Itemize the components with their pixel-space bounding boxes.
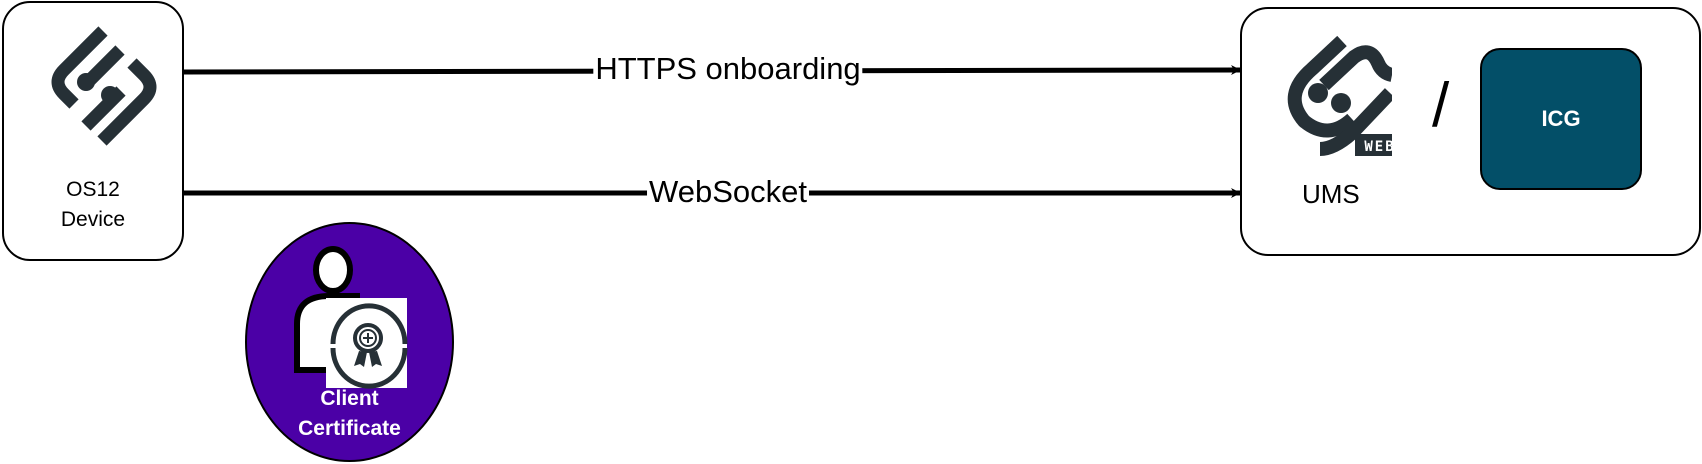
os12-device-node[interactable]: OS12 Device — [2, 1, 184, 261]
certificate-label-line2: Certificate — [298, 417, 401, 440]
os12-logo-icon — [51, 26, 157, 146]
client-certificate-node[interactable]: Client Certificate — [245, 222, 454, 462]
user-certificate-icon — [294, 246, 408, 389]
device-label-line1: OS12 — [66, 178, 120, 201]
ums-label: UMS — [1302, 179, 1360, 209]
icg-node[interactable]: ICG — [1480, 48, 1642, 190]
edge-label-websocket: WebSocket — [647, 174, 809, 210]
ums-node[interactable]: WEB / UMS ICG — [1240, 7, 1701, 256]
ums-separator: / — [1432, 71, 1450, 140]
certificate-label-line1: Client — [320, 387, 379, 410]
ums-web-badge: WEB — [1364, 139, 1392, 155]
edge-label-https: HTTPS onboarding — [593, 51, 863, 87]
device-label-line2: Device — [60, 208, 126, 231]
ums-web-logo-icon: WEB — [1287, 35, 1392, 156]
icg-label: ICG — [1541, 106, 1581, 131]
